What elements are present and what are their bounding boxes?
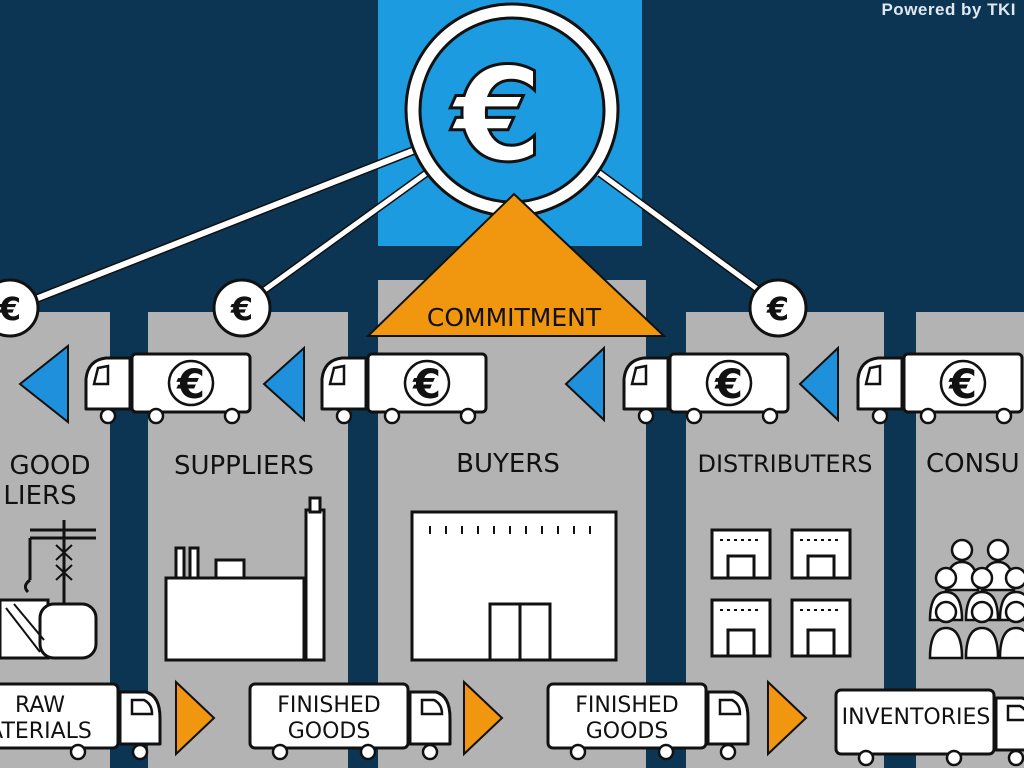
svg-text:€: € [766, 290, 789, 328]
blue-arrow-icon-3 [564, 345, 605, 423]
svg-text:ATERIALS: ATERIALS [0, 719, 92, 744]
euro-coin-icon-1: € [0, 278, 40, 338]
column-title-good-suppliers-2: LIERS [3, 481, 76, 511]
warehouse-icon [410, 510, 618, 662]
column-title-distributers: DISTRIBUTERS [698, 450, 873, 478]
svg-text:RAW: RAW [15, 693, 65, 718]
depot-icons [710, 528, 852, 658]
hub-euro-symbol: € [450, 39, 543, 191]
svg-text:€: € [176, 362, 205, 408]
cash-truck-3: € [622, 352, 790, 425]
column-title-buyers: BUYERS [456, 449, 560, 479]
column-title-suppliers: SUPPLIERS [174, 451, 314, 481]
goods-truck-4: INVENTORIES [834, 688, 1024, 767]
column-title-consumers: CONSU [926, 449, 1020, 479]
goods-truck-3: FINISHED GOODS [546, 682, 750, 761]
svg-text:FINISHED: FINISHED [277, 693, 380, 718]
orange-arrow-icon-2 [463, 679, 504, 757]
svg-text:€: € [948, 362, 977, 408]
cash-truck-4: € [856, 352, 1024, 425]
svg-text:€: € [714, 362, 743, 408]
crowd-icon [928, 538, 1024, 660]
svg-text:FINISHED: FINISHED [575, 693, 678, 718]
column-title-good-suppliers-1: GOOD [9, 451, 90, 481]
euro-coin-icon-2: € [212, 278, 272, 338]
commitment-triangle: COMMITMENT [365, 192, 667, 337]
svg-text:€: € [0, 290, 21, 328]
money-connectors [26, 146, 778, 306]
orange-arrow-icon-1 [175, 679, 216, 757]
goods-truck-2: FINISHED GOODS [248, 682, 452, 761]
svg-text:€: € [412, 362, 441, 408]
blue-arrow-icon-2 [262, 345, 305, 423]
powered-by-label: Powered by TKI [881, 0, 1016, 19]
cash-truck-1: € [84, 352, 252, 425]
euro-coin-icon-3: € [748, 278, 808, 338]
svg-text:€: € [230, 290, 253, 328]
svg-text:GOODS: GOODS [586, 719, 669, 744]
money-flow-arrows [18, 343, 839, 425]
hub-euro-icon: € [404, 2, 620, 218]
orange-arrow-icon-3 [767, 679, 808, 757]
blue-arrow-icon-1 [18, 343, 69, 425]
blue-arrow-icon-4 [798, 345, 839, 423]
factory-icon [164, 496, 326, 662]
cash-truck-2: € [320, 352, 488, 425]
commitment-label: COMMITMENT [427, 303, 602, 332]
svg-text:INVENTORIES: INVENTORIES [842, 705, 991, 730]
svg-text:GOODS: GOODS [288, 719, 371, 744]
crane-icon [0, 520, 98, 660]
goods-truck-1: RAW ATERIALS [0, 682, 162, 761]
goods-flow-arrows [175, 679, 808, 757]
